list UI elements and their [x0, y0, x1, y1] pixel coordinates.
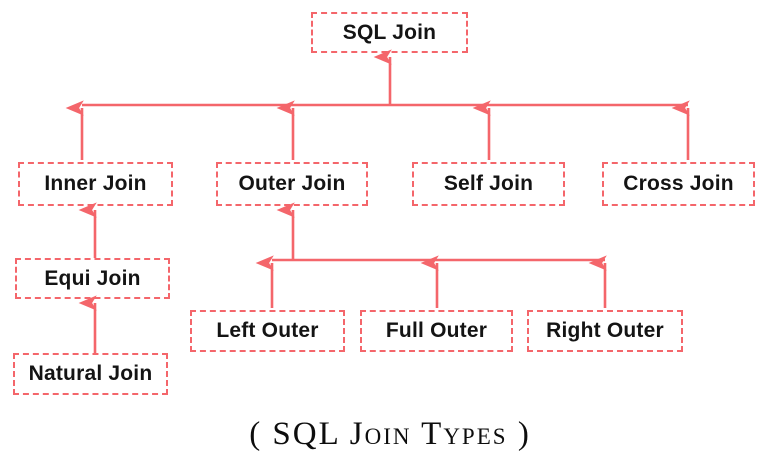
node-equi-join[interactable]: Equi Join: [15, 258, 170, 299]
node-label: SQL Join: [342, 20, 437, 44]
node-cross-join[interactable]: Cross Join: [602, 162, 755, 206]
node-label: Natural Join: [28, 362, 153, 385]
node-right-outer[interactable]: Right Outer: [527, 310, 683, 352]
node-label: Left Outer: [216, 319, 319, 342]
node-left-outer[interactable]: Left Outer: [190, 310, 345, 352]
node-natural-join[interactable]: Natural Join: [13, 353, 168, 395]
node-label: Cross Join: [623, 172, 734, 195]
node-inner-join[interactable]: Inner Join: [18, 162, 173, 206]
node-label: Inner Join: [44, 172, 147, 195]
node-label: Equi Join: [44, 266, 141, 290]
diagram-caption: ( SQL Join Types ): [249, 416, 531, 452]
node-outer-join[interactable]: Outer Join: [216, 162, 368, 206]
node-sql-join[interactable]: SQL Join: [311, 12, 468, 53]
node-label: Self Join: [443, 172, 534, 195]
node-self-join[interactable]: Self Join: [412, 162, 565, 206]
node-label: Full Outer: [385, 319, 488, 342]
node-full-outer[interactable]: Full Outer: [360, 310, 513, 352]
node-label: Right Outer: [546, 319, 664, 342]
node-label: Outer Join: [238, 172, 346, 195]
